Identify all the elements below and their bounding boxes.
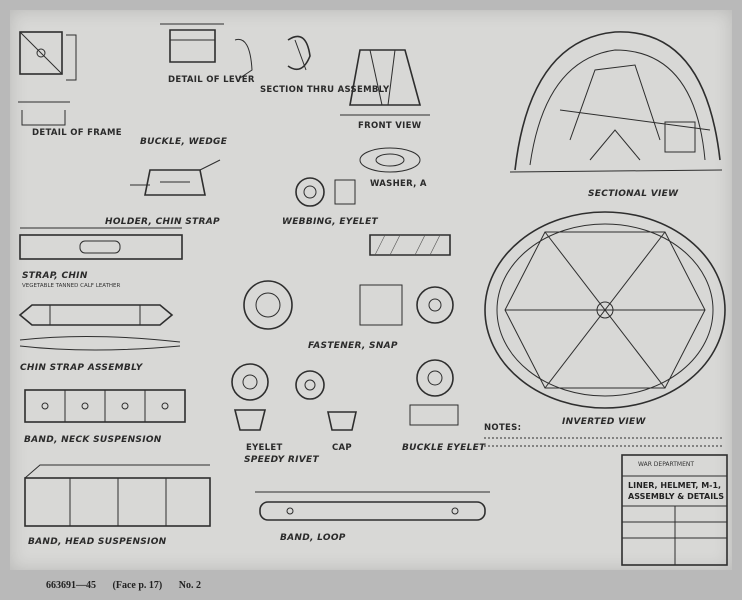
detail-of-lever-label: DETAIL OF LEVER — [168, 75, 255, 85]
section-assembly-drawing — [287, 35, 311, 71]
chin-strap-assembly-drawing — [18, 304, 181, 351]
chin-strap-assembly-label: CHIN STRAP ASSEMBLY — [20, 363, 144, 373]
detail-of-frame-label: DETAIL OF FRAME — [32, 128, 122, 138]
webbing-eyelet-label: WEBBING, EYELET — [282, 217, 379, 227]
chin-strap-holder-drawing — [130, 159, 221, 196]
buckle-eyelet-label: BUCKLE EYELET — [402, 443, 486, 453]
snap-fastener-drawing — [243, 234, 454, 330]
inverted-view-drawing — [484, 211, 726, 409]
front-view-drawing — [340, 49, 430, 116]
title-block-department: WAR DEPARTMENT — [638, 461, 694, 468]
sectional-view-label: SECTIONAL VIEW — [588, 189, 679, 199]
inverted-view-label: INVERTED VIEW — [562, 417, 646, 427]
sectional-view-drawing — [509, 31, 723, 173]
front-view-label: FRONT VIEW — [358, 121, 422, 131]
section-thru-assembly-label: SECTION THRU ASSEMBLY — [260, 85, 390, 95]
lever-drawing — [160, 23, 253, 79]
eyelet-rivet-cap-drawing — [231, 359, 459, 431]
holder-chin-strap-label: HOLDER, CHIN STRAP — [105, 217, 220, 227]
washer-drawing — [359, 147, 421, 173]
chin-strap-drawing — [19, 227, 183, 260]
drawing-sheet: DETAIL OF FRAME DETAIL OF LEVER SECTION … — [10, 10, 732, 570]
eyelet-label: EYELET — [246, 443, 283, 453]
buckle-frame-drawing — [18, 31, 77, 126]
band-head-suspension-label: BAND, HEAD SUSPENSION — [28, 537, 167, 547]
loop-band-drawing — [255, 491, 490, 521]
title-block — [621, 454, 728, 566]
washer-label: WASHER, A — [370, 179, 427, 189]
footer-page-ref: (Face p. 17) — [112, 580, 163, 591]
technical-drawing: DETAIL OF FRAME DETAIL OF LEVER SECTION … — [18, 23, 728, 566]
fastener-snap-label: FASTENER, SNAP — [308, 341, 398, 351]
webbing-eyelet-drawing — [295, 177, 356, 207]
footer-code: 663691—45 — [46, 580, 96, 591]
band-neck-suspension-label: BAND, NECK SUSPENSION — [24, 435, 162, 445]
title-block-part-title: LINER, HELMET, M-1, — [628, 481, 721, 490]
head-suspension-band-drawing — [24, 464, 211, 527]
footer-number: No. 2 — [178, 580, 201, 591]
page-footer: 663691—45 (Face p. 17) No. 2 — [46, 580, 215, 591]
strap-chin-note: VEGETABLE TANNED CALF LEATHER — [22, 283, 121, 289]
speedy-rivet-label: SPEEDY RIVET — [244, 455, 319, 465]
buckle-wedge-label: BUCKLE, WEDGE — [140, 137, 228, 147]
neck-suspension-band-drawing — [24, 389, 186, 423]
band-loop-label: BAND, LOOP — [280, 533, 346, 543]
notes-label: NOTES: — [484, 423, 521, 433]
strap-chin-label: STRAP, CHIN — [22, 271, 88, 281]
cap-label: CAP — [332, 443, 352, 453]
title-block-part-subtitle: ASSEMBLY & DETAILS — [628, 492, 724, 501]
